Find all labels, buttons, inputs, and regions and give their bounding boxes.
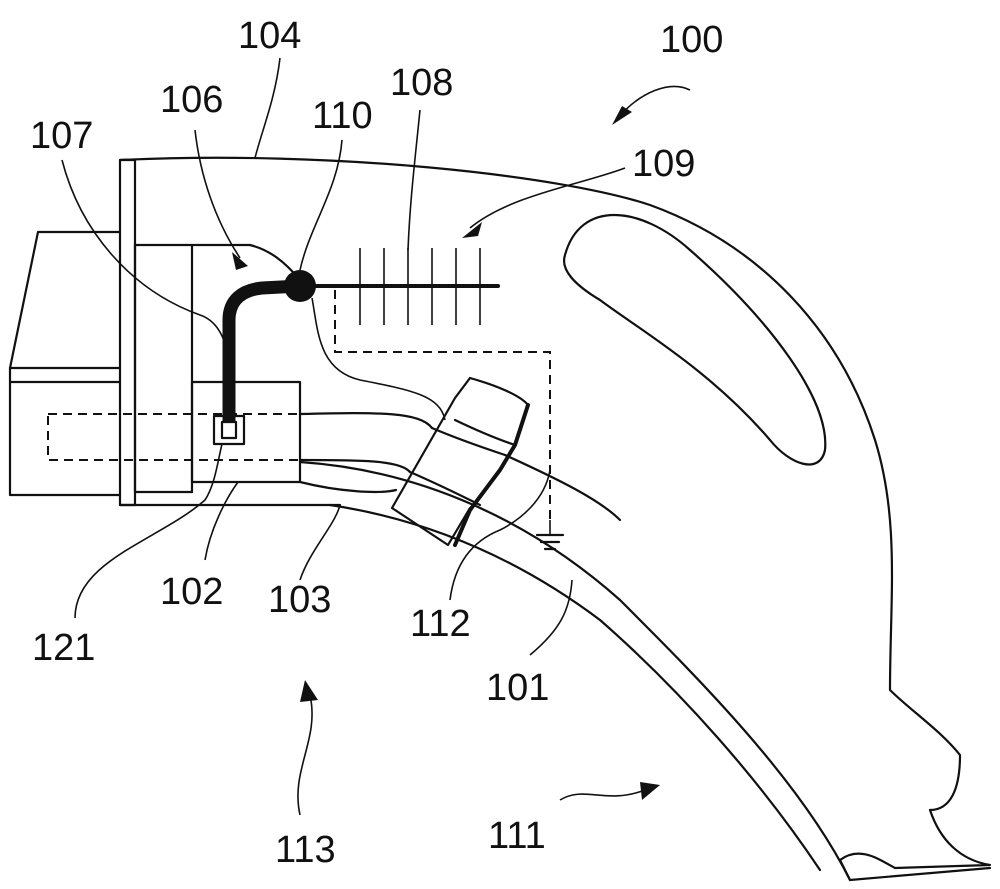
label-100: 100	[660, 19, 723, 61]
label-108: 108	[390, 62, 453, 104]
dashed-cartridge	[47, 413, 301, 461]
reference-numerals: 104 100 106 108 110 107 109 102 103 121 …	[30, 15, 723, 871]
leader-111	[559, 789, 646, 801]
leader-110	[299, 139, 343, 271]
leader-109	[469, 167, 626, 229]
label-106: 106	[160, 79, 223, 121]
junction-wire-lower	[311, 297, 446, 421]
sleeve	[390, 376, 622, 547]
sleeve-middle	[430, 426, 507, 457]
arrow-106	[232, 252, 248, 270]
leader-112	[449, 469, 551, 601]
label-109: 109	[632, 143, 695, 185]
arrow-100	[612, 106, 632, 125]
tubes	[298, 411, 434, 494]
tube-103	[298, 480, 398, 494]
ground-dashed-line	[334, 290, 551, 520]
arrow-109	[462, 222, 482, 238]
label-104: 104	[238, 15, 301, 57]
handle-inner-lower	[328, 503, 822, 872]
front-plate	[118, 158, 137, 507]
arrow-113	[300, 680, 318, 702]
conduit-107	[222, 279, 301, 422]
handle-grip-slot	[562, 213, 827, 466]
label-111: 111	[488, 815, 546, 857]
label-102: 102	[160, 571, 223, 613]
housing-top-outline	[118, 156, 962, 812]
leader-107	[61, 159, 230, 361]
sleeve-ring	[453, 403, 530, 547]
leader-103	[299, 504, 341, 581]
sleeve-outer	[390, 376, 472, 547]
handle-outer-lower	[298, 460, 852, 882]
label-110: 110	[312, 95, 373, 137]
housing	[118, 156, 992, 882]
rear-block-outline	[8, 230, 122, 497]
sleeve-lower	[408, 470, 482, 507]
electrode-comb	[359, 248, 481, 325]
arrow-111	[640, 782, 660, 800]
leader-102	[204, 481, 239, 561]
rear-block	[8, 230, 122, 497]
conduit	[222, 270, 500, 422]
label-107: 107	[30, 115, 93, 157]
module-box	[190, 380, 302, 484]
leader-106	[194, 129, 241, 259]
tail-inner	[838, 858, 992, 882]
label-121: 121	[32, 627, 95, 669]
tube-lower	[298, 458, 412, 474]
leader-113	[297, 694, 313, 816]
label-103: 103	[268, 579, 331, 621]
label-101: 101	[486, 667, 549, 709]
junction-110	[284, 270, 316, 302]
leader-101	[529, 579, 573, 656]
label-112: 112	[410, 603, 471, 645]
sensor-inner	[220, 420, 238, 440]
module-102	[47, 380, 302, 484]
leader-104	[254, 57, 281, 159]
handle-tail	[838, 808, 992, 870]
tube-upper	[298, 411, 434, 430]
leader-121	[74, 443, 223, 619]
label-113: 113	[275, 829, 336, 871]
sleeve-body-right	[503, 453, 622, 522]
leaders	[61, 57, 691, 816]
leader-108	[407, 109, 421, 251]
ground-circuit	[334, 290, 565, 551]
